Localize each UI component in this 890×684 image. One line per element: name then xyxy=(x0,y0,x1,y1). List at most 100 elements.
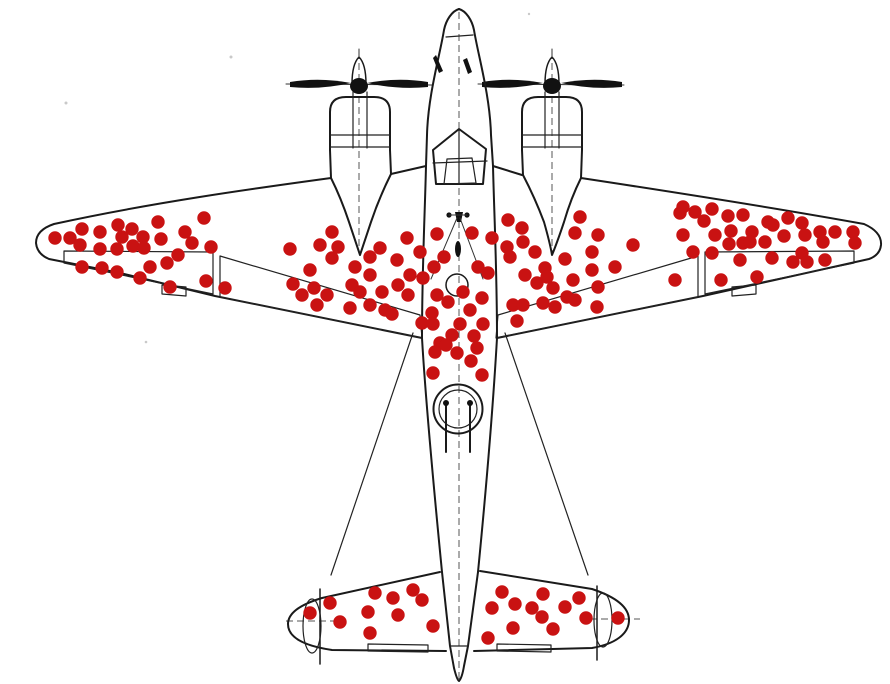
left-propeller xyxy=(285,48,433,94)
bullet-hole-dot xyxy=(766,218,780,232)
bullet-hole-dot xyxy=(401,288,415,302)
bullet-hole-dot xyxy=(540,270,554,284)
bullet-hole-dot xyxy=(375,285,389,299)
bullet-hole-dot xyxy=(590,300,604,314)
bullet-hole-dot xyxy=(467,329,481,343)
bullet-hole-dot xyxy=(743,235,757,249)
bullet-hole-dot xyxy=(676,200,690,214)
bullet-hole-dot xyxy=(391,278,405,292)
tail-assembly xyxy=(287,570,630,682)
bullet-hole-dot xyxy=(579,611,593,625)
right-aileron-panel xyxy=(704,250,855,295)
bullet-hole-dot xyxy=(439,338,453,352)
bullet-hole-dot xyxy=(528,245,542,259)
bullet-hole-dot xyxy=(320,288,334,302)
bullet-hole-dot xyxy=(353,285,367,299)
bullet-hole-dot xyxy=(585,245,599,259)
bullet-hole-dot xyxy=(516,298,530,312)
right-engine-nacelle xyxy=(477,48,625,256)
bullet-hole-dot xyxy=(708,228,722,242)
bullet-hole-dot xyxy=(325,251,339,265)
bullet-hole-dot xyxy=(437,250,451,264)
cockpit-canopy xyxy=(432,128,488,185)
bullet-hole-dot xyxy=(750,270,764,284)
bullet-hole-dot xyxy=(426,366,440,380)
bullet-hole-dot xyxy=(125,222,139,236)
bullet-hole-dot xyxy=(154,232,168,246)
bullet-hole-dot xyxy=(475,368,489,382)
bullet-hole-dot xyxy=(133,271,147,285)
bullet-hole-dot xyxy=(506,298,520,312)
bullet-hole-dot xyxy=(283,242,297,256)
bullet-hole-dot xyxy=(453,317,467,331)
left-prop-blade xyxy=(367,79,428,88)
bullet-hole-dot xyxy=(75,260,89,274)
bullet-hole-dot xyxy=(137,241,151,255)
bullet-hole-dot xyxy=(714,273,728,287)
bullet-hole-dot xyxy=(733,253,747,267)
bullet-hole-dot xyxy=(558,252,572,266)
bullet-hole-dot xyxy=(75,222,89,236)
bullet-hole-dot xyxy=(286,277,300,291)
left-endplate-fin xyxy=(302,588,322,665)
bullet-hole-dot xyxy=(495,585,509,599)
bullet-hole-dot xyxy=(373,241,387,255)
bullet-hole-dot xyxy=(558,600,572,614)
bullet-hole-dot xyxy=(515,221,529,235)
bullet-hole-dot xyxy=(426,317,440,331)
bullet-hole-dot xyxy=(566,273,580,287)
bullet-hole-dot xyxy=(781,211,795,225)
bullet-hole-dot xyxy=(110,242,124,256)
astrodome xyxy=(445,273,469,297)
bullet-hole-dot xyxy=(705,202,719,216)
bullet-hole-dot xyxy=(503,250,517,264)
bullet-hole-dot xyxy=(591,280,605,294)
bullet-hole-dot xyxy=(828,225,842,239)
bullet-hole-dot xyxy=(686,245,700,259)
bullet-hole-dot xyxy=(310,298,324,312)
bullet-hole-dot xyxy=(303,606,317,620)
left-engine-nacelle xyxy=(285,48,433,256)
bullet-hole-dot xyxy=(110,265,124,279)
bullet-hole-dot xyxy=(568,226,582,240)
bullet-hole-dot xyxy=(611,611,625,625)
bullet-hole-dot xyxy=(218,281,232,295)
bullet-hole-dot xyxy=(323,596,337,610)
bullet-hole-dot xyxy=(481,631,495,645)
bullet-hole-dot xyxy=(668,273,682,287)
bullet-hole-dot xyxy=(476,317,490,331)
bullet-hole-dot xyxy=(510,314,524,328)
bullet-hole-dot xyxy=(676,228,690,242)
bullet-hole-dot xyxy=(197,211,211,225)
turret-guns xyxy=(445,403,471,453)
bullet-hole-dot xyxy=(818,253,832,267)
bullet-hole-dot xyxy=(456,285,470,299)
paper-speckles xyxy=(64,12,531,344)
bullet-hole-dot xyxy=(63,231,77,245)
bullet-hole-dot xyxy=(313,238,327,252)
bullet-hole-dot xyxy=(430,227,444,241)
bullet-hole-dot xyxy=(178,225,192,239)
right-prop-hub xyxy=(543,78,561,94)
bullet-hole-dot xyxy=(111,218,125,232)
bullet-hole-dot xyxy=(48,231,62,245)
bullet-hole-dot xyxy=(585,263,599,277)
bullet-hole-dot xyxy=(151,215,165,229)
bullet-hole-dot xyxy=(608,260,622,274)
right-trim-tab xyxy=(731,284,757,297)
dorsal-turret xyxy=(432,383,484,453)
bullet-hole-dot xyxy=(464,354,478,368)
bullet-hole-dot xyxy=(485,601,499,615)
bullet-hole-dot xyxy=(536,587,550,601)
bullet-hole-dot xyxy=(413,245,427,259)
bullet-hole-dot xyxy=(508,597,522,611)
bullet-hole-dot xyxy=(724,224,738,238)
bullet-hole-dot xyxy=(185,236,199,250)
bullet-hole-dot xyxy=(368,586,382,600)
bullet-hole-dot xyxy=(348,260,362,274)
bullet-hole-dot xyxy=(450,346,464,360)
bullet-hole-dot xyxy=(722,237,736,251)
bullet-hole-dot xyxy=(463,303,477,317)
bullet-hole-dot xyxy=(333,615,347,629)
